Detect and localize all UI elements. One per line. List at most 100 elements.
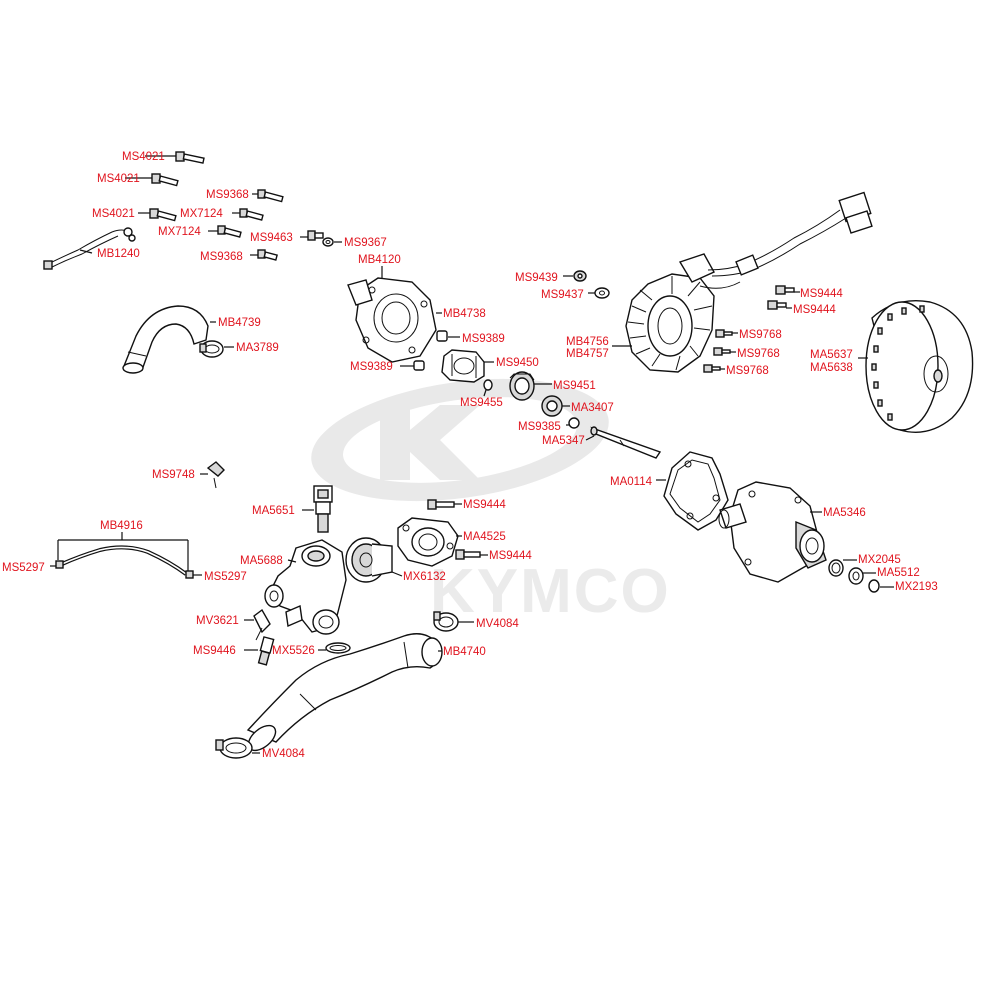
bolt-ms9444-d xyxy=(455,549,488,560)
seal-ms9451 xyxy=(509,371,552,401)
label-ms9768-a: MS9768 xyxy=(739,329,782,341)
label-mx2045: MX2045 xyxy=(858,554,901,566)
label-ms5297-b: MS5297 xyxy=(204,571,247,583)
bolt-ms4021-b xyxy=(125,173,179,187)
hose-mb4739 xyxy=(122,305,216,374)
label-ma5346: MA5346 xyxy=(823,507,866,519)
sensor-ms9446 xyxy=(244,636,275,666)
label-ma0114: MA0114 xyxy=(610,476,653,488)
label-ma3407: MA3407 xyxy=(571,402,614,414)
label-ms9748: MS9748 xyxy=(152,469,195,481)
label-ma4525: MA4525 xyxy=(463,531,506,543)
kymco-watermark: KYMCO xyxy=(311,378,671,626)
label-ms9368-a: MS9368 xyxy=(206,189,249,201)
label-mb4120: MB4120 xyxy=(358,254,401,266)
impeller-ms9450 xyxy=(441,349,494,383)
label-ma5347: MA5347 xyxy=(542,435,585,447)
label-ms5297-a: MS5297 xyxy=(2,562,45,574)
label-ms4021-c: MS4021 xyxy=(92,208,135,220)
label-ms9444-b: MS9444 xyxy=(793,304,836,316)
bolt-mx7124-a xyxy=(232,208,264,221)
label-mx7124-b: MX7124 xyxy=(158,226,201,238)
label-mb4738: MB4738 xyxy=(443,308,486,320)
label-mv4084-b: MV4084 xyxy=(262,748,305,760)
label-ms9439: MS9439 xyxy=(515,272,558,284)
nut-ms9439 xyxy=(563,270,587,282)
label-ma3789: MA3789 xyxy=(236,342,279,354)
bolt-ms9368-b xyxy=(250,249,278,261)
seal-ma3407 xyxy=(541,395,570,417)
bolt-ms4021-a xyxy=(145,151,205,164)
bolt-ms9444-a xyxy=(775,285,800,295)
pump-cover-mb4738 xyxy=(347,277,442,363)
thermostat-cover-ma4525 xyxy=(397,517,462,567)
label-mv4084-a: MV4084 xyxy=(476,618,519,630)
oring-mx5526 xyxy=(318,642,351,654)
label-mb4739: MB4739 xyxy=(218,317,261,329)
pin-ms9389-b xyxy=(400,360,425,371)
label-ms9389-a: MS9389 xyxy=(462,333,505,345)
oring-ms9385 xyxy=(566,417,580,429)
label-ma5651: MA5651 xyxy=(252,505,295,517)
clamp-mv4084-a xyxy=(433,611,474,632)
label-ms9444-a: MS9444 xyxy=(800,288,843,300)
label-ms9446: MS9446 xyxy=(193,645,236,657)
label-ms4021-a: MS4021 xyxy=(122,151,165,163)
watermark-text: KYMCO xyxy=(430,557,671,626)
pump-body-ma5346 xyxy=(718,481,827,583)
bolt-ms9444-c xyxy=(427,499,462,510)
clip-ms5297-b xyxy=(185,570,202,579)
bolt-ms4021-c xyxy=(138,208,177,222)
bolt-ms9463 xyxy=(300,230,324,241)
label-mb4756: MB4756 xyxy=(566,336,609,348)
shaft-ma5347 xyxy=(585,426,662,459)
tube-mb4916 xyxy=(57,532,189,576)
clip-ms5297-a xyxy=(50,560,64,569)
valve-mv3621 xyxy=(244,608,271,641)
clamp-ma3789 xyxy=(199,340,234,358)
label-mb4916: MB4916 xyxy=(100,520,143,532)
washer-ms9437 xyxy=(588,287,610,299)
sensor-wire-mb1240 xyxy=(43,227,136,270)
stator-mb4756 xyxy=(612,191,873,373)
thermostat-housing-ma5688 xyxy=(264,539,347,635)
label-mx5526: MX5526 xyxy=(272,645,315,657)
label-ms9368-b: MS9368 xyxy=(200,251,243,263)
label-ms9768-b: MS9768 xyxy=(737,348,780,360)
label-ms9385: MS9385 xyxy=(518,421,561,433)
bolt-mx7124-b xyxy=(208,225,242,238)
label-ms4021-b: MS4021 xyxy=(97,173,140,185)
label-mb1240: MB1240 xyxy=(97,248,140,260)
label-mx2193: MX2193 xyxy=(895,581,938,593)
label-ma5637: MA5637 xyxy=(810,349,853,361)
screw-ms9768-b xyxy=(713,347,736,356)
label-ms9389-b: MS9389 xyxy=(350,361,393,373)
screw-ms9768-c xyxy=(703,364,725,373)
label-ma5688: MA5688 xyxy=(240,555,283,567)
washer-ms9455 xyxy=(483,379,493,397)
clip-mx2193 xyxy=(868,579,894,593)
clamp-mv4084-b xyxy=(215,737,260,759)
screw-ms9768-a xyxy=(715,329,738,338)
bolt-ms9444-b xyxy=(767,300,792,310)
pin-ms9389-a xyxy=(436,330,460,342)
flywheel-ma5637 xyxy=(858,300,974,433)
label-mx6132: MX6132 xyxy=(403,571,446,583)
label-ms9444-c: MS9444 xyxy=(463,499,506,511)
label-ms9463: MS9463 xyxy=(250,232,293,244)
label-ma5512: MA5512 xyxy=(877,567,920,579)
label-ms9444-d: MS9444 xyxy=(489,550,532,562)
label-ms9450: MS9450 xyxy=(496,357,539,369)
label-ms9437: MS9437 xyxy=(541,289,584,301)
washer-ms9367 xyxy=(322,237,342,247)
thermostat-mx6132 xyxy=(345,537,403,583)
label-ms9367: MS9367 xyxy=(344,237,387,249)
label-ma5638: MA5638 xyxy=(810,362,853,374)
label-mv3621: MV3621 xyxy=(196,615,239,627)
label-ms9451: MS9451 xyxy=(553,380,596,392)
label-ms9455: MS9455 xyxy=(460,397,503,409)
clip-ms9748 xyxy=(200,461,225,489)
label-mx7124-a: MX7124 xyxy=(180,208,223,220)
washer-ma5512 xyxy=(848,567,876,585)
